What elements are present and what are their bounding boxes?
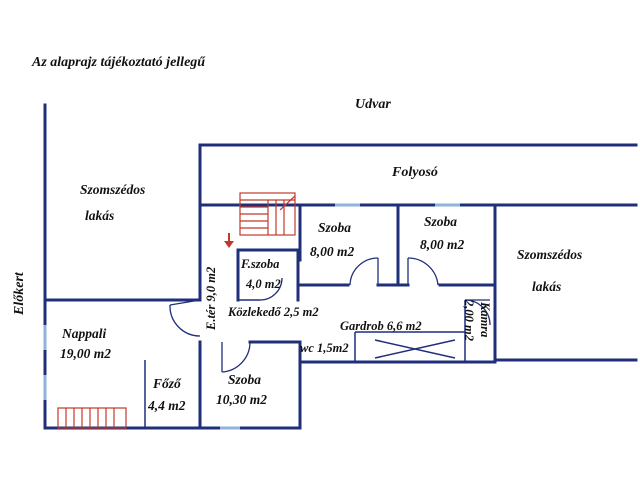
wardrobe-label: Gardrob 6,6 m2	[340, 319, 422, 333]
staircase-icon	[239, 192, 296, 236]
doors	[169, 257, 491, 373]
entrance-label: E.tér 9,0 m2	[204, 267, 218, 331]
neighbor-left-label-1: Szomszédos	[80, 182, 145, 197]
living-room-area: 19,00 m2	[60, 346, 111, 361]
room-a-area: 8,00 m2	[310, 244, 355, 259]
pantry-name: Kamra	[478, 301, 492, 337]
bathroom-area: 4,0 m2	[245, 277, 281, 291]
corridor-label: Folyosó	[391, 165, 438, 180]
neighbor-left-label-2: lakás	[85, 208, 114, 223]
windows	[43, 203, 460, 430]
disclaimer-note: Az alaprajz tájékoztató jellegű	[31, 55, 206, 70]
pantry-area: 2,00 m2	[462, 299, 476, 341]
bathroom-name: F.szoba	[240, 257, 279, 271]
hall-label: Közlekedő 2,5 m2	[227, 305, 319, 319]
yard-label: Udvar	[355, 97, 391, 112]
room-a-name: Szoba	[318, 220, 351, 235]
kitchen-name: Főző	[152, 376, 182, 391]
staircase-bottom-icon	[57, 407, 127, 429]
room-bottom-name: Szoba	[228, 372, 261, 387]
wardrobe-cross-marks	[374, 339, 456, 359]
room-b-area: 8,00 m2	[420, 237, 465, 252]
living-room-name: Nappali	[61, 326, 107, 341]
room-b-name: Szoba	[424, 214, 457, 229]
neighbor-right-label-2: lakás	[532, 279, 561, 294]
room-bottom-area: 10,30 m2	[216, 392, 267, 407]
walls	[43, 103, 638, 430]
entry-arrow-icon	[224, 233, 234, 248]
kitchen-area: 4,4 m2	[147, 398, 186, 413]
wc-label: wc 1,5m2	[300, 341, 349, 355]
front-garden-label: Előkert	[12, 271, 27, 316]
neighbor-right-label-1: Szomszédos	[517, 247, 582, 262]
